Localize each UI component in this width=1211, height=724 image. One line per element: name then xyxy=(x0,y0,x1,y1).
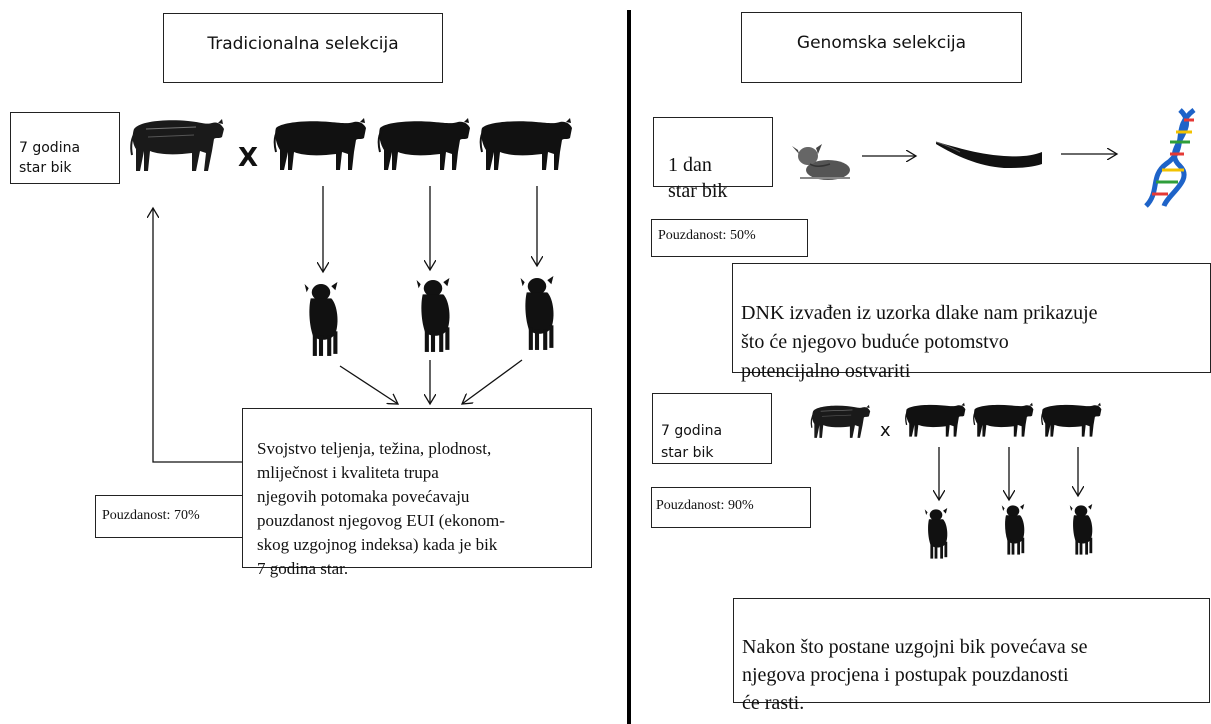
right-calf-age-box: 1 dan star bik xyxy=(653,117,773,202)
right-reliability-2-box: Pouzdanost: 90% xyxy=(651,487,811,528)
right-times-sign: x xyxy=(880,420,891,441)
right-reliability-1: Pouzdanost: 50% xyxy=(658,228,756,243)
left-bull-age-box: 7 godina star bik xyxy=(10,112,120,184)
left-title: Tradicionalna selekcija xyxy=(207,34,399,54)
left-description-box: Svojstvo teljenja, težina, plodnost, mli… xyxy=(242,408,592,578)
arrow-feedback-to-bull xyxy=(153,208,242,463)
right-dna-text: DNK izvađen iz uzorka dlake nam prikazuj… xyxy=(741,302,1098,382)
right-title: Genomska selekcija xyxy=(796,33,967,53)
arrow-calf3-desc xyxy=(462,359,523,404)
right-calf-lying-image xyxy=(792,144,850,180)
left-times-sign: X xyxy=(238,143,259,173)
right-dna-image xyxy=(1144,108,1196,208)
right-bull-age-box: 7 godina star bik xyxy=(652,393,772,464)
arrow-calf1-desc xyxy=(339,365,398,404)
left-reliability: Pouzdanost: 70% xyxy=(102,508,200,523)
right-bull-age-label: 7 godina star bik xyxy=(661,423,723,461)
right-reliability-2: Pouzdanost: 90% xyxy=(656,498,754,513)
right-after-text-box: Nakon što postane uzgojni bik povećava s… xyxy=(733,598,1210,714)
right-after-text: Nakon što postane uzgojni bik povećava s… xyxy=(742,636,1088,714)
left-description: Svojstvo teljenja, težina, plodnost, mli… xyxy=(257,439,505,578)
right-title-box: Genomska selekcija xyxy=(741,12,1022,83)
center-divider xyxy=(627,10,631,724)
left-reliability-box: Pouzdanost: 70% xyxy=(95,495,243,538)
right-hair-sample-image xyxy=(935,141,1042,168)
right-calf-age-label: 1 dan star bik xyxy=(668,154,728,202)
right-dna-text-box: DNK izvađen iz uzorka dlake nam prikazuj… xyxy=(732,263,1211,382)
right-reliability-1-box: Pouzdanost: 50% xyxy=(651,219,808,257)
left-title-box: Tradicionalna selekcija xyxy=(163,13,443,83)
left-bull-age-label: 7 godina star bik xyxy=(19,140,81,176)
